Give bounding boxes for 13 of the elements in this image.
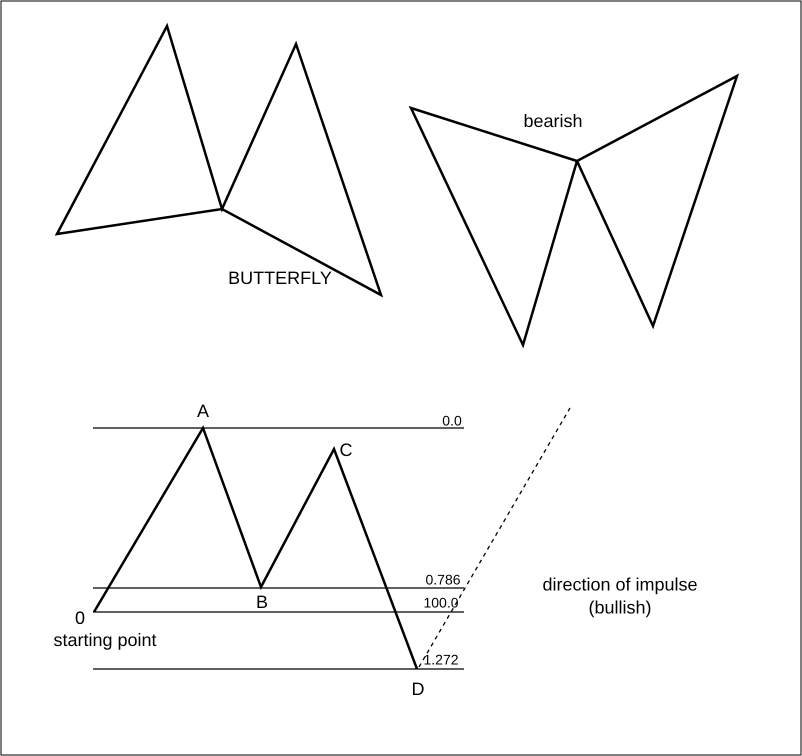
pattern-label: bearish	[523, 110, 583, 132]
level-label: 100.0	[423, 594, 459, 612]
pattern-label: BUTTERFLY	[228, 266, 332, 290]
annotation: starting point	[53, 628, 157, 652]
point-label: 0	[75, 606, 85, 630]
point-label: C	[340, 438, 352, 462]
point-label: B	[256, 590, 268, 614]
level-label: 1.272	[423, 651, 459, 669]
annotation: direction of impulse (bullish)	[541, 574, 699, 618]
point-label: D	[412, 678, 424, 700]
level-label: 0.0	[442, 412, 462, 430]
point-label: A	[197, 400, 209, 422]
level-label: 0.786	[425, 571, 461, 589]
